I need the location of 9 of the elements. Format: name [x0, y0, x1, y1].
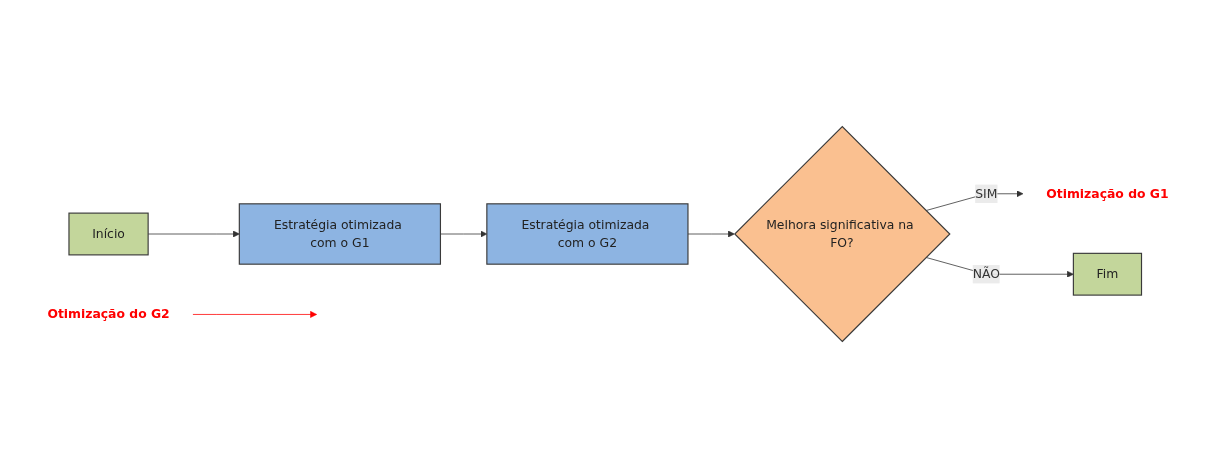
- edge-label: SIM: [975, 185, 998, 201]
- node-text: Otimização do G1: [1046, 185, 1169, 201]
- node-diamond: Melhora significativa na FO?: [733, 125, 951, 342]
- node-text: Otimização do G2: [47, 306, 170, 321]
- node-box: Estratégia otimizada com o G1: [238, 202, 441, 265]
- node-box: Estratégia otimizada com o G2: [486, 202, 689, 265]
- edge-label: NÃO: [972, 265, 1000, 281]
- node-box: Fim: [1072, 252, 1143, 296]
- node-box: Início: [68, 212, 149, 255]
